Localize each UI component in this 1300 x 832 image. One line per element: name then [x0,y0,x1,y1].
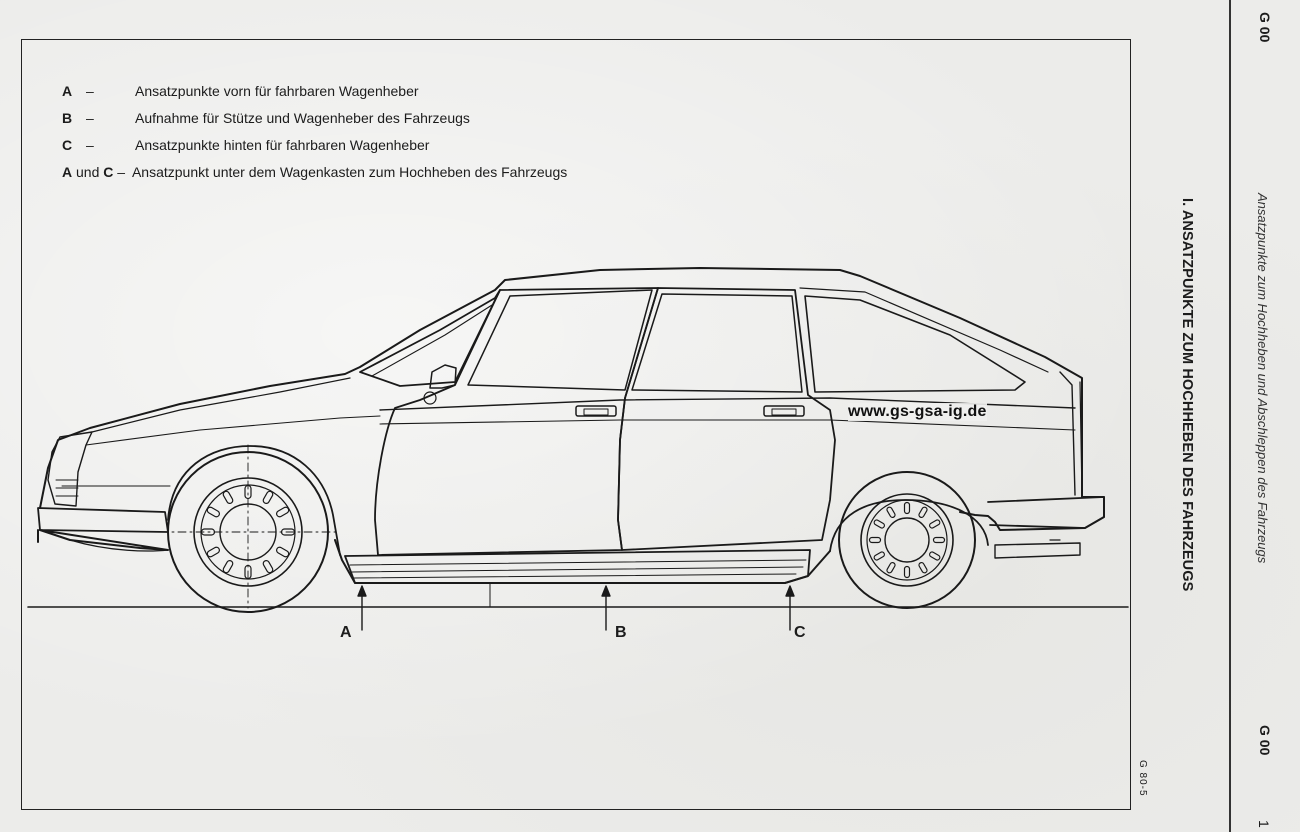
wheel-vent-hole [929,551,941,561]
legend-key: A [62,83,73,99]
wheel-vent-hole [873,519,885,529]
wheel-vent-hole [868,536,882,544]
wheel-vent-hole [276,506,290,518]
legend-text: Ansatzpunkte hinten für fahrbaren Wagenh… [135,137,430,153]
front-door-handle [575,405,617,417]
section-title: I. ANSATZPUNKTE ZUM HOCHHEBEN DES FAHRZE… [1179,198,1195,592]
legend-key-a: A [62,164,73,180]
wheel-vent-hole [262,560,274,574]
front-wheel-arch [167,445,341,556]
headlight [47,431,93,507]
sill [344,549,811,584]
legend-und: und [76,164,100,180]
legend-key: C [62,137,73,153]
point-arrow-b [601,585,611,631]
sidebar-rule [1229,0,1231,832]
point-arrow-c [785,585,795,631]
page-code-top: G 00 [1257,12,1273,43]
front-rim [193,477,303,587]
wheel-vent-hole [903,565,911,579]
rear-bumper [987,496,1105,529]
wheel-vent-hole [222,560,234,574]
page-number: 1 [1256,820,1272,828]
legend-row-a: A – Ansatzpunkte vorn für fahrbaren Wage… [62,78,567,105]
wheel-vent-hole [903,501,911,515]
point-label-b: B [615,624,627,641]
wheel-vent-hole [262,490,274,504]
car-body-outline [39,267,1105,584]
wheel-vent-hole [206,546,220,558]
legend-dash: – [86,110,94,126]
front-bumper [37,507,169,533]
windscreen [359,289,501,387]
quarter-window [804,295,1026,393]
legend-text: Ansatzpunkt unter dem Wagenkasten zum Ho… [131,164,568,180]
wheel-vent-hole [276,546,290,558]
rear-rim [860,493,954,587]
wheel-vent-hole [222,490,234,504]
figure-frame [21,39,1131,810]
legend-text: Ansatzpunkte vorn für fahrbaren Wagenheb… [135,83,419,99]
legend-dash: – [117,164,126,180]
running-title: Ansatzpunkte zum Hochheben und Abschlepp… [1255,193,1270,564]
rear-door-handle [763,405,805,417]
watermark-url: www.gs-gsa-ig.de [848,403,987,421]
legend: A – Ansatzpunkte vorn für fahrbaren Wage… [62,78,567,186]
wheel-vent-hole [886,562,896,574]
wheel-vent-hole [918,506,928,518]
rear-door [617,287,836,551]
figure-code: G 80-5 [1137,760,1148,797]
wheel-vent-hole [206,506,220,518]
legend-row-c: C – Ansatzpunkte hinten für fahrbaren Wa… [62,132,567,159]
wheel-vent-hole [886,506,896,518]
legend-text: Aufnahme für Stütze und Wagenheber des F… [135,110,470,126]
legend-key: B [62,110,73,126]
wheel-vent-hole [932,536,946,544]
rear-window [631,293,803,393]
point-label-c: C [794,624,806,641]
point-label-a: A [340,624,352,641]
side-mirror [429,364,457,389]
rear-hub [884,517,930,563]
rear-tire [838,471,976,609]
point-arrow-a [357,585,367,631]
legend-dash: – [86,83,94,99]
front-door [374,287,659,556]
legend-row-a-und-c: A und C – Ansatzpunkt unter dem Wagenkas… [62,159,567,186]
wheel-vent-hole [873,551,885,561]
page-code-bottom: G 00 [1257,725,1273,756]
wheel-vent-hole [929,519,941,529]
legend-row-b: B – Aufnahme für Stütze und Wagenheber d… [62,105,567,132]
legend-key-c: C [103,164,114,180]
wheel-vent-hole [918,562,928,574]
front-window [467,289,653,391]
legend-dash: – [86,137,94,153]
